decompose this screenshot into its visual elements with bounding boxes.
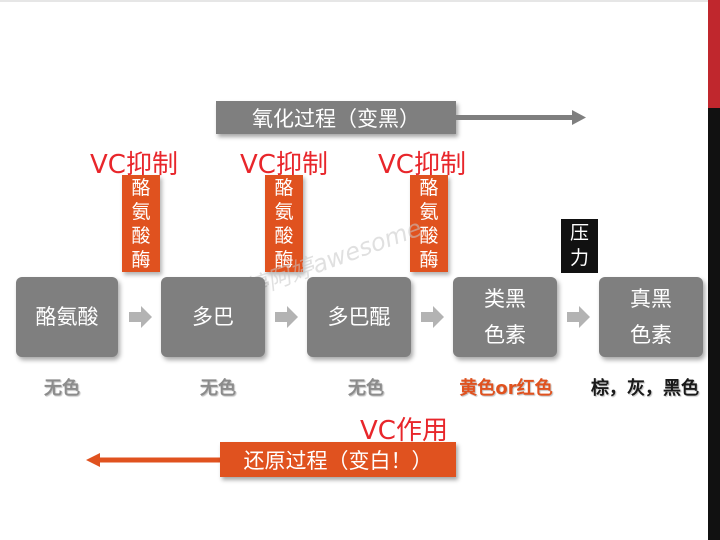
compound-dopaquinone: 多巴醌 (307, 277, 411, 357)
color-text-2: 无色 (200, 378, 236, 399)
compound-label: 色素 (484, 323, 526, 347)
compound-label: 色素 (630, 323, 672, 347)
enzyme-char: 酶 (274, 248, 294, 271)
oxidation-arrow-icon (456, 110, 586, 125)
compound-eumelanin: 真黑 色素 (599, 277, 703, 357)
enzyme-char: 氨 (419, 200, 439, 223)
enzyme-box-2: 酪 氨 酸 酶 (265, 175, 303, 272)
compound-label: 真黑 (630, 287, 672, 311)
compound-label: 酪氨酸 (35, 305, 99, 329)
enzyme-char: 酶 (131, 248, 151, 271)
arrow-right-icon (421, 306, 444, 328)
compound-label: 多巴醌 (327, 305, 391, 329)
enzyme-box-3: 酪 氨 酸 酶 (410, 175, 448, 272)
arrow-right-icon (567, 306, 590, 328)
color-text-3: 无色 (348, 378, 384, 399)
color-text-4: 黄色or红色 (459, 378, 553, 399)
compound-label: 多巴 (192, 305, 234, 329)
enzyme-char: 氨 (274, 200, 294, 223)
compound-dopa: 多巴 (161, 277, 265, 357)
pressure-char: 压 (569, 222, 589, 244)
enzyme-char: 酶 (419, 248, 439, 271)
arrow-right-icon (275, 306, 298, 328)
enzyme-char: 酪 (419, 176, 439, 199)
side-accent-black (708, 108, 720, 540)
top-rule (0, 0, 720, 2)
reduction-arrow-icon (86, 453, 220, 467)
side-accent-red (708, 0, 720, 108)
color-text-5: 棕，灰，黑色 (591, 378, 699, 399)
enzyme-char: 酸 (274, 224, 294, 247)
enzyme-box-1: 酪 氨 酸 酶 (122, 175, 160, 272)
reduction-label: 还原过程（变白！） (220, 442, 456, 477)
arrow-right-icon (129, 306, 152, 328)
enzyme-char: 酸 (131, 224, 151, 247)
enzyme-char: 氨 (131, 200, 151, 223)
compound-label: 类黑 (484, 287, 526, 311)
color-text-1: 无色 (44, 378, 80, 399)
pressure-box: 压 力 (561, 219, 598, 273)
enzyme-char: 酪 (274, 176, 294, 199)
pressure-char: 力 (569, 247, 589, 269)
compound-tyrosine: 酪氨酸 (16, 277, 118, 357)
oxidation-label: 氧化过程（变黑） (216, 101, 456, 134)
compound-pheomelanin: 类黑 色素 (453, 277, 557, 357)
vc-action-label: VC作用 (360, 416, 448, 446)
enzyme-char: 酸 (419, 224, 439, 247)
enzyme-char: 酪 (131, 176, 151, 199)
